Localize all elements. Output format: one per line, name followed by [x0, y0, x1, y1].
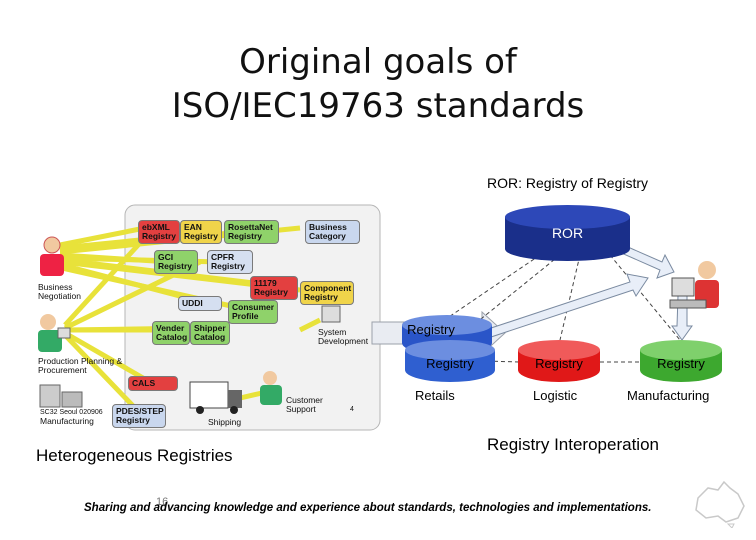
caption-manufacturing: Manufacturing: [627, 388, 709, 403]
person-at-computer-icon: [670, 261, 719, 308]
caption-registry-interoperation: Registry Interoperation: [487, 435, 659, 455]
ror-label: ROR: [505, 225, 630, 241]
australia-map-icon: [690, 478, 750, 528]
registry-cylinder-manufacturing: Registry: [640, 340, 722, 382]
registry-label-manufacturing: Registry: [640, 356, 722, 371]
registry-cylinder-retails: Registry: [405, 340, 495, 382]
slide-footer: Sharing and advancing knowledge and expe…: [84, 502, 651, 514]
registry-cylinder-logistic: Registry: [518, 340, 600, 382]
ror-cylinder: ROR: [505, 205, 630, 261]
registry-label-logistic: Registry: [518, 356, 600, 371]
registry-label-retails: Registry: [405, 356, 495, 371]
registry-top-label: Registry: [370, 322, 492, 337]
caption-retails: Retails: [415, 388, 455, 403]
caption-logistic: Logistic: [533, 388, 577, 403]
